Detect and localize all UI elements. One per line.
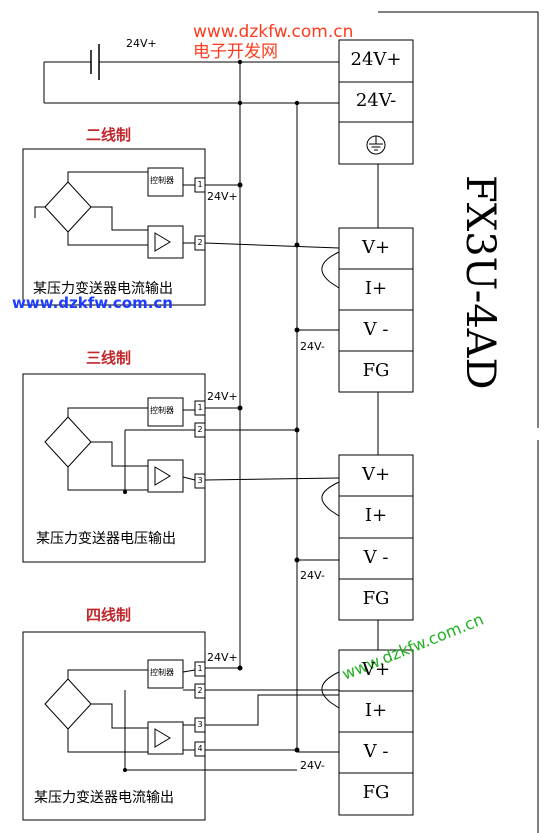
watermark-url-mid: www.dzkfw.com.cn	[12, 294, 173, 312]
controller-label-2: 控制器	[150, 406, 174, 415]
module-name: FX3U-4AD	[457, 175, 503, 390]
wire-label-2-plus: 24V+	[207, 390, 238, 403]
wire-label-3-minus: 24V-	[300, 759, 325, 772]
ch2-terminal-vminus: V -	[363, 547, 389, 568]
sensor-caption-3: 某压力变送器电流输出	[34, 790, 174, 806]
pin-2-1: 1	[197, 403, 203, 412]
wire-label-1-minus: 24V-	[300, 340, 325, 353]
section-title-three-wire: 三线制	[86, 349, 132, 367]
wire-label-3-plus: 24V+	[207, 651, 238, 664]
pin-3-1: 1	[197, 664, 203, 673]
module-outline	[378, 11, 539, 428]
ch3-terminal-fg: FG	[362, 782, 390, 803]
wire-label-1-plus: 24V+	[207, 190, 238, 203]
wire-label-2-minus: 24V-	[300, 569, 325, 582]
pin-3-4: 4	[197, 744, 203, 753]
section-title-four-wire: 四线制	[86, 606, 132, 624]
ch1-terminal-iplus: I+	[364, 278, 388, 299]
ch2-terminal-vplus: V+	[361, 464, 391, 485]
ch1-terminal-fg: FG	[362, 360, 390, 381]
power-terminal-block	[338, 39, 414, 165]
ch1-terminal-vplus: V+	[361, 237, 391, 258]
ch3-terminal-vminus: V -	[363, 741, 389, 762]
terminal-24v-minus: 24V-	[355, 90, 397, 111]
sensor-caption-1: 某压力变送器电流输出	[33, 281, 173, 297]
controller-label-3: 控制器	[150, 668, 174, 677]
pin-3-2: 2	[197, 686, 203, 695]
section-title-two-wire: 二线制	[86, 126, 132, 144]
watermark-url-top: www.dzkfw.com.cn	[193, 22, 354, 42]
pin-3-3: 3	[197, 720, 203, 729]
ch2-terminal-iplus: I+	[364, 505, 388, 526]
terminal-24v-plus: 24V+	[350, 49, 402, 70]
pin-1-1: 1	[197, 180, 203, 189]
pin-1-2: 2	[197, 238, 203, 247]
supply-label: 24V+	[126, 37, 157, 50]
sensor-box-2	[22, 373, 206, 563]
pin-2-2: 2	[197, 425, 203, 434]
watermark-cn-top: 电子开发网	[193, 42, 278, 62]
ground-icon	[366, 135, 386, 155]
ch1-terminal-vminus: V -	[363, 319, 389, 340]
ch2-terminal-fg: FG	[362, 588, 390, 609]
pin-2-3: 3	[197, 476, 203, 485]
ch3-terminal-vplus: V+	[361, 659, 391, 680]
sensor-caption-2: 某压力变送器电压输出	[36, 531, 176, 547]
controller-label-1: 控制器	[150, 176, 174, 185]
ch3-terminal-iplus: I+	[364, 700, 388, 721]
sensor-box-1	[22, 148, 206, 306]
